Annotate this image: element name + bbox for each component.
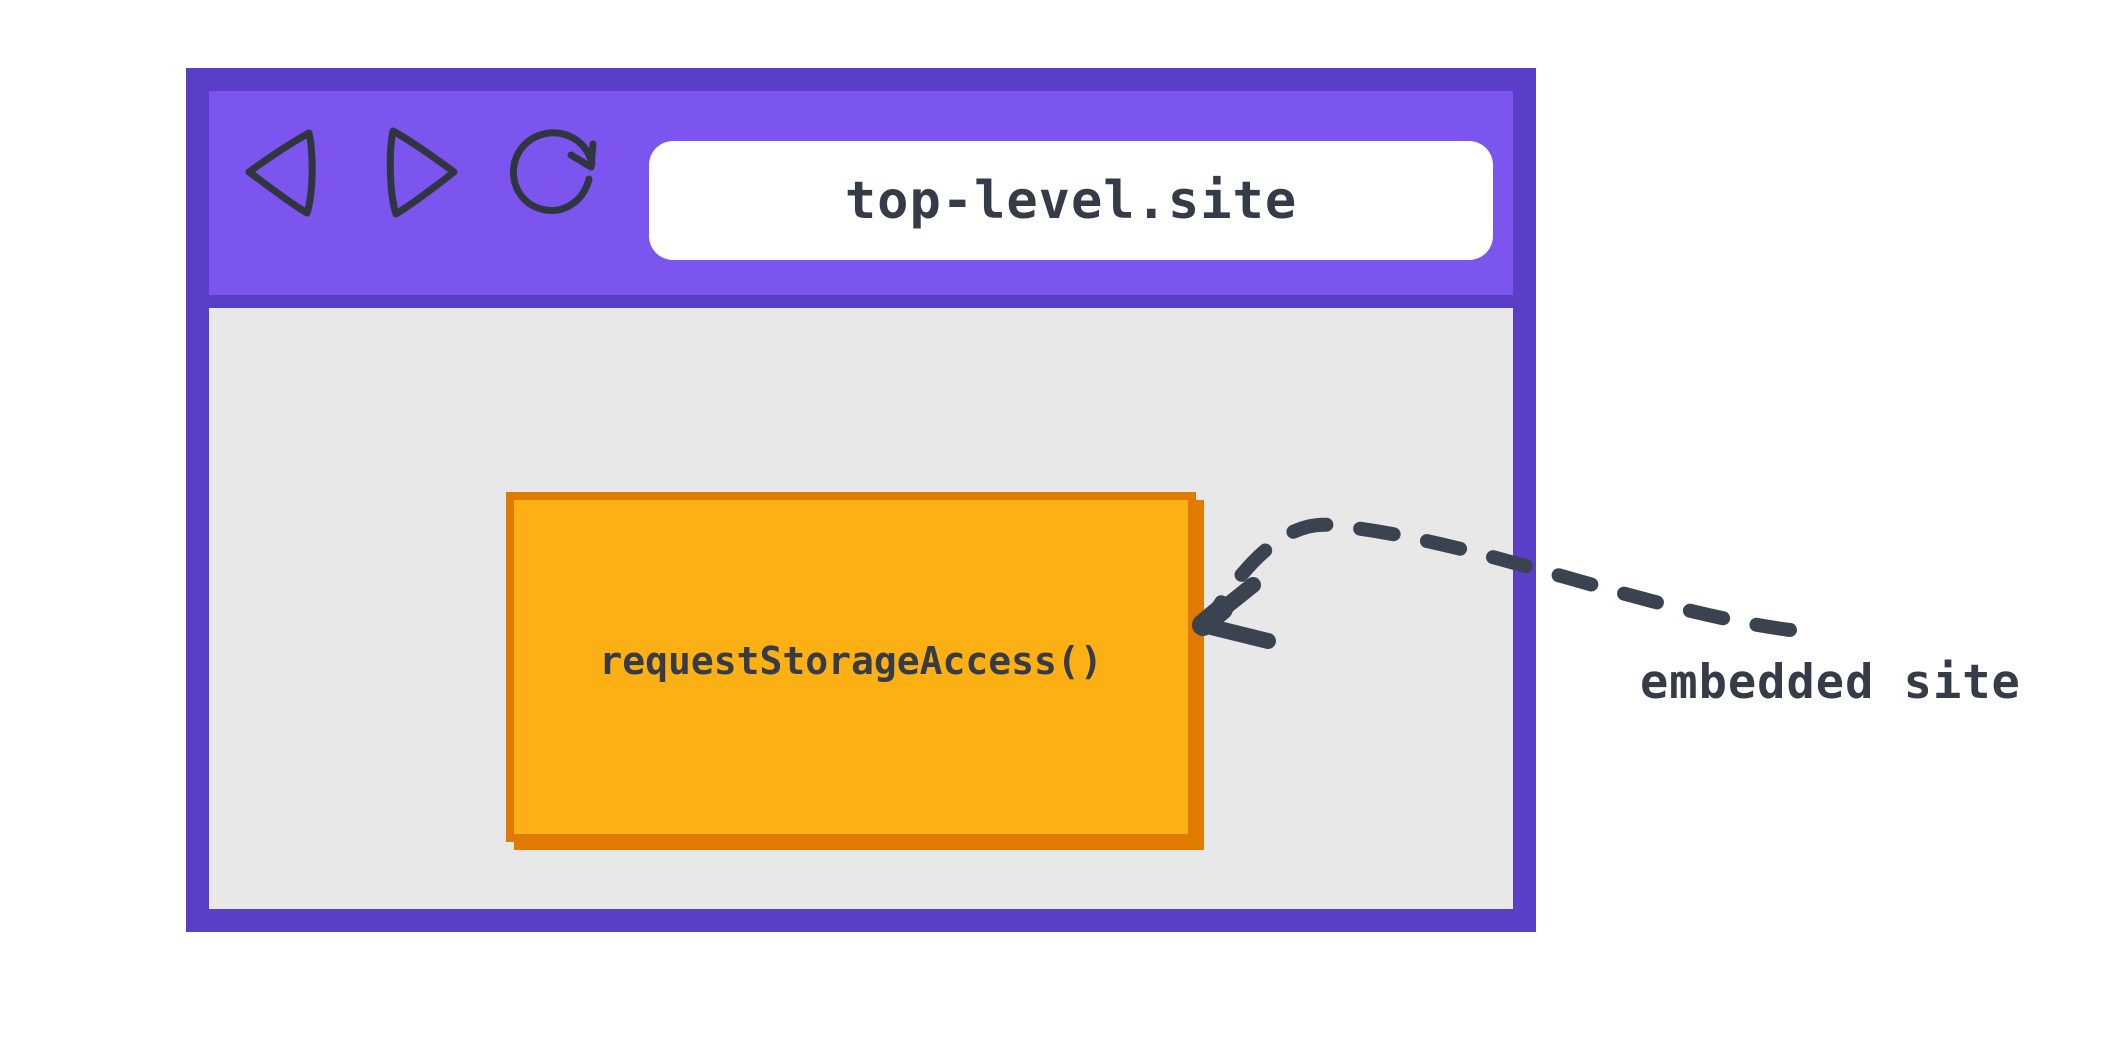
back-button[interactable] (227, 117, 337, 227)
reload-icon (509, 129, 597, 214)
embedded-site-frame[interactable]: requestStorageAccess() (506, 492, 1204, 850)
browser-chrome-bar: top-level.site (209, 91, 1513, 295)
embedded-frame-body: requestStorageAccess() (506, 492, 1196, 842)
reload-button[interactable] (503, 117, 613, 227)
browser-nav-controls (227, 117, 613, 227)
back-arrow-icon (245, 129, 316, 217)
address-bar[interactable]: top-level.site (649, 141, 1493, 260)
address-bar-value: top-level.site (844, 170, 1298, 231)
embedded-site-annotation-label: embedded site (1640, 655, 2021, 710)
request-storage-access-label: requestStorageAccess() (599, 639, 1103, 683)
chrome-separator (209, 295, 1513, 308)
forward-button[interactable] (365, 117, 475, 227)
forward-arrow-icon (386, 127, 458, 218)
